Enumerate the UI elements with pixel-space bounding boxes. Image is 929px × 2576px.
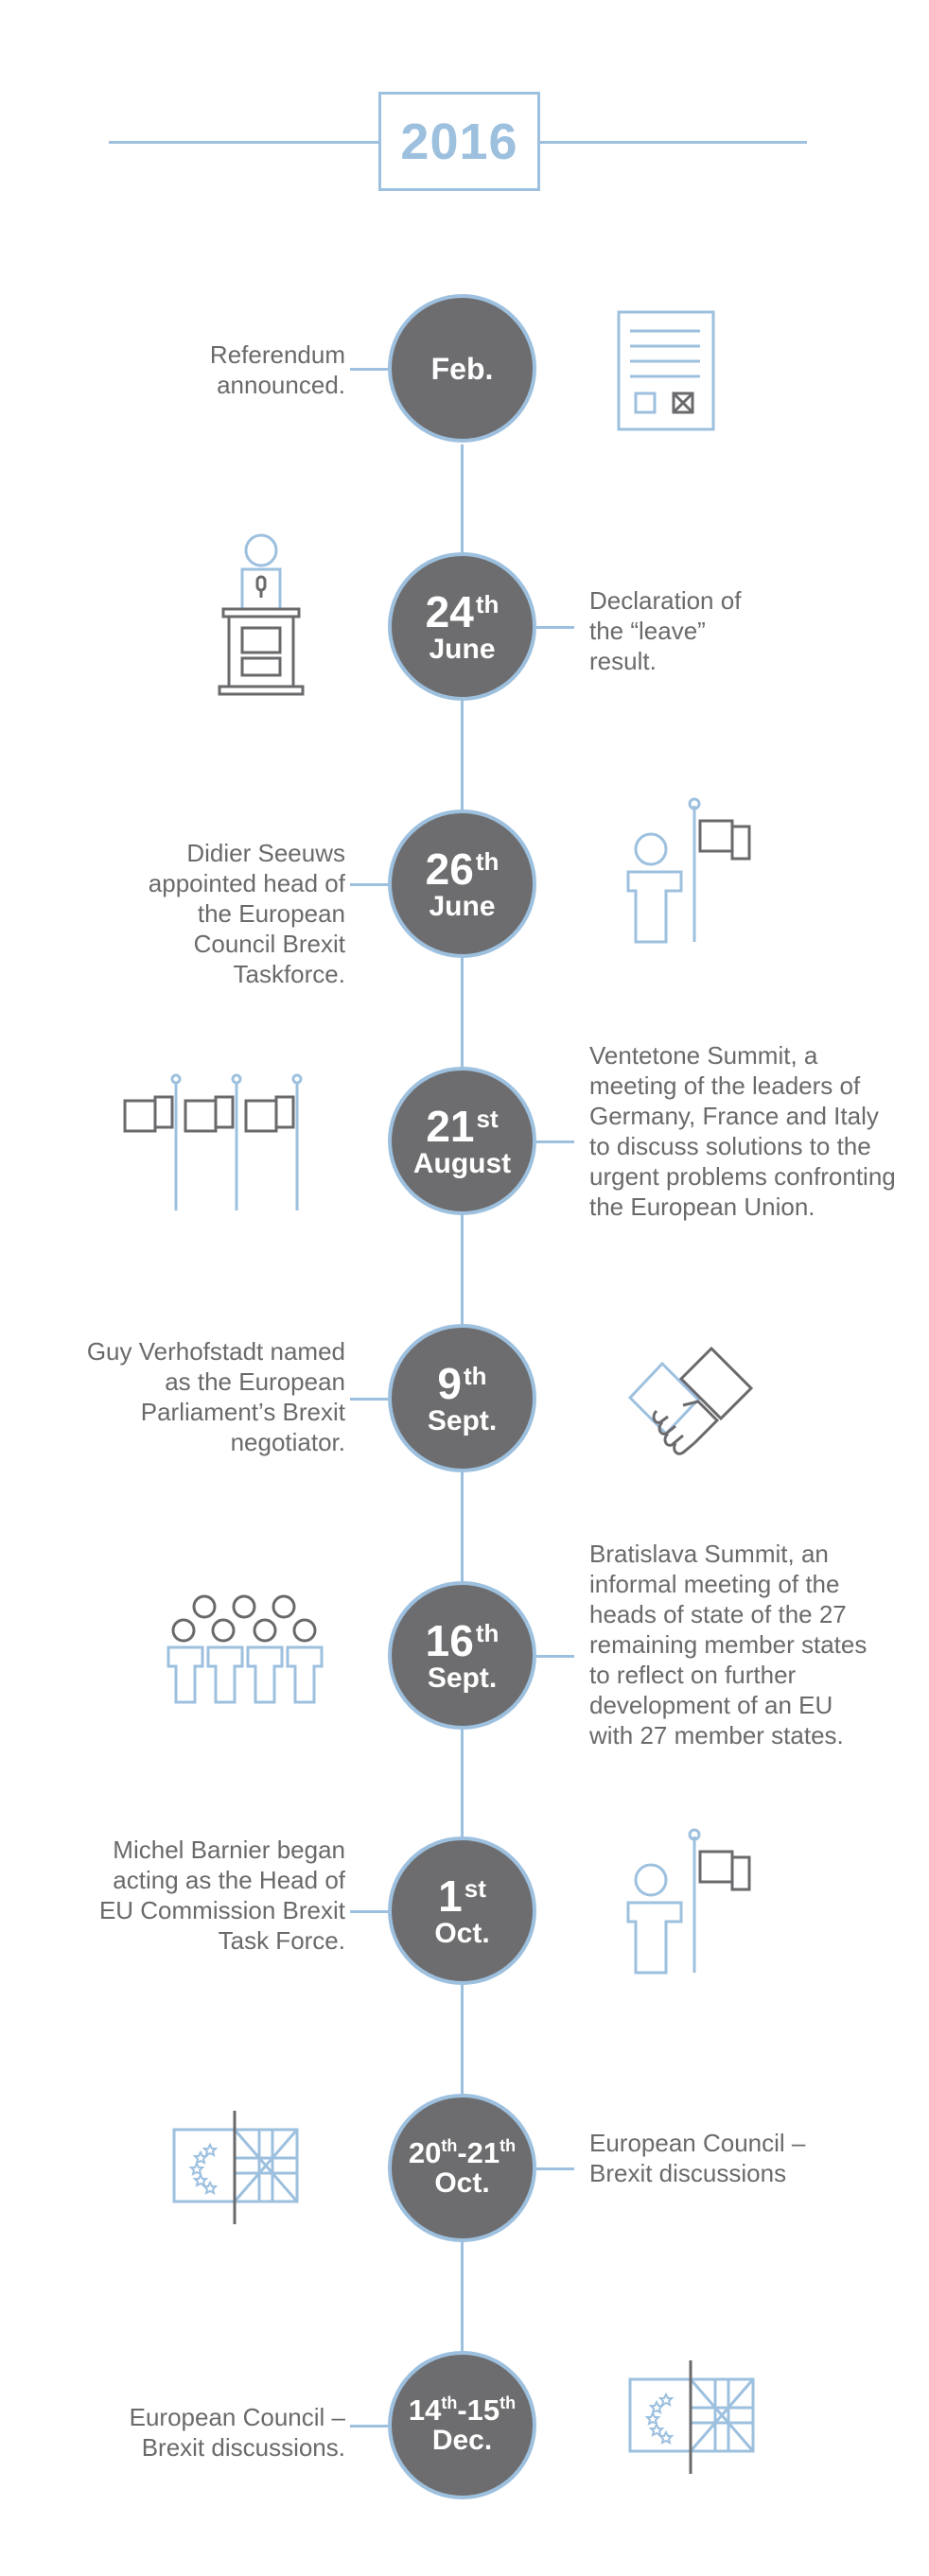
date-day-start: 20: [408, 2136, 442, 2169]
date-month: August: [412, 1147, 512, 1179]
date-month: June: [429, 633, 496, 665]
date-suffix: th: [441, 2136, 458, 2155]
date-circle-1-oct: 1st Oct.: [388, 1836, 536, 1985]
date-circle-21-august: 21st August: [388, 1067, 536, 1215]
date-month: Dec.: [431, 2425, 493, 2456]
header-rule-left: [109, 141, 381, 144]
date-day: 9: [437, 1358, 463, 1408]
date-suffix: st: [464, 1873, 486, 1903]
event-text: Guy Verhofstadt named as the European Pa…: [86, 1337, 345, 1456]
date-month: Feb.: [430, 351, 494, 386]
year-label: 2016: [400, 113, 518, 170]
date-suffix: th: [441, 2393, 458, 2412]
date-day-start: 14: [408, 2393, 442, 2427]
date-suffix: st: [476, 1104, 499, 1133]
date-day: 16: [425, 1615, 474, 1665]
date-circle-26-june: 26th June: [388, 809, 536, 958]
date-day: 26: [425, 844, 474, 894]
date-month: Sept.: [427, 1662, 498, 1694]
date-day-end: 15: [466, 2393, 500, 2427]
date-month: Sept.: [427, 1404, 498, 1436]
date-suffix: th: [475, 589, 500, 618]
connector: [536, 626, 574, 629]
event-text: Ventetone Summit, a meeting of the leade…: [589, 1041, 896, 1221]
date-circle-9-sept: 9th Sept.: [388, 1324, 536, 1472]
person-flag-icon: [624, 796, 757, 948]
handshake-icon: [624, 1345, 757, 1460]
connector: [350, 368, 388, 371]
event-text: Didier Seeuws appointed head of the Euro…: [148, 839, 345, 988]
ballot-paper-icon: [617, 310, 715, 431]
date-circle-14-15-dec: 14th-15th Dec.: [388, 2351, 536, 2499]
date-month: Oct.: [434, 1917, 490, 1949]
event-text: Declaration of the “leave” result.: [589, 586, 742, 675]
event-text: European Council – Brexit discussions: [589, 2129, 806, 2187]
connector: [350, 1398, 388, 1401]
event-text: European Council – Brexit discussions.: [129, 2403, 345, 2462]
event-text: Bratislava Summit, an informal meeting o…: [589, 1540, 868, 1749]
date-suffix: th: [464, 1361, 487, 1390]
date-circle-24-june: 24th June: [388, 552, 536, 701]
date-circle-feb: Feb.: [388, 294, 536, 443]
connector: [350, 1910, 388, 1913]
connector: [350, 883, 388, 886]
date-suffix: th: [500, 2136, 517, 2155]
date-day: 1: [438, 1871, 463, 1921]
date-suffix: th: [500, 2393, 517, 2412]
date-day: 21: [426, 1101, 475, 1151]
three-flags-icon: [121, 1072, 310, 1214]
date-month: June: [429, 890, 496, 922]
connector: [536, 2167, 574, 2170]
eu-uk-flag-icon: [628, 2358, 757, 2476]
event-text: Michel Barnier began acting as the Head …: [98, 1836, 345, 1955]
date-suffix: th: [475, 1618, 500, 1647]
person-flag-icon: [624, 1827, 757, 1978]
date-circle-16-sept: 16th Sept.: [388, 1581, 536, 1730]
eu-uk-flag-icon: [172, 2109, 301, 2226]
connector: [350, 2425, 388, 2428]
date-month: Oct.: [434, 2167, 490, 2199]
podium-speaker-icon: [216, 530, 307, 700]
event-text: Referendum announced.: [209, 340, 345, 399]
date-suffix: th: [475, 846, 500, 876]
connector: [536, 1655, 574, 1658]
header-rule-right: [537, 141, 807, 144]
connector: [536, 1140, 574, 1143]
date-day: 24: [425, 586, 474, 636]
date-circle-20-21-oct: 20th-21th Oct.: [388, 2094, 536, 2242]
date-day-end: 21: [466, 2136, 500, 2169]
group-people-icon: [165, 1593, 325, 1708]
year-heading: 2016: [378, 92, 540, 191]
